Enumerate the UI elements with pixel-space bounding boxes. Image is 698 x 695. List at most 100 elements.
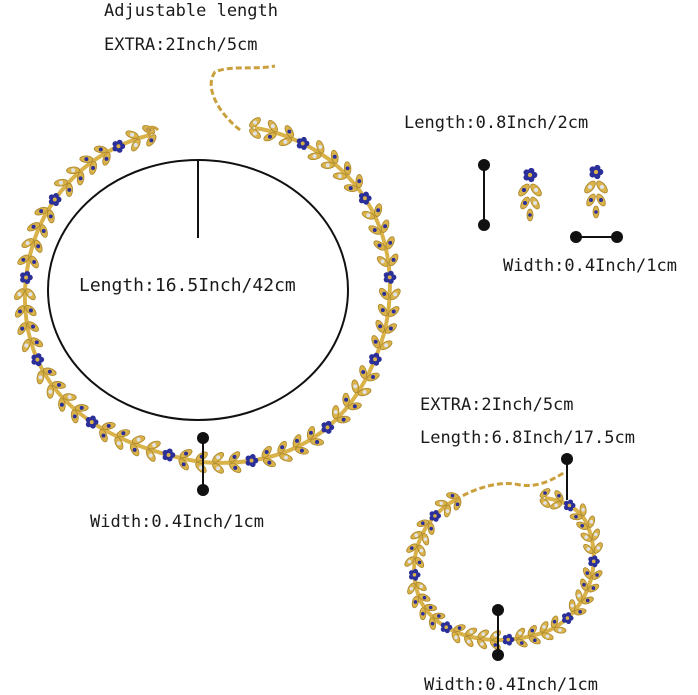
necklace-extender-chain bbox=[211, 66, 275, 130]
stone bbox=[318, 145, 322, 149]
stone bbox=[57, 383, 61, 387]
earring-length-label: Length:0.8Inch/2cm bbox=[404, 115, 588, 132]
stone bbox=[381, 259, 385, 263]
bracelet-length-label: Length:6.8Inch/17.5cm bbox=[420, 430, 635, 447]
stone bbox=[283, 140, 287, 144]
stone bbox=[137, 438, 141, 442]
stone bbox=[546, 634, 550, 638]
flower-center bbox=[568, 504, 572, 508]
stone bbox=[38, 375, 42, 379]
stone bbox=[439, 501, 443, 505]
stone bbox=[594, 210, 598, 214]
stone bbox=[334, 410, 338, 414]
stone bbox=[35, 340, 39, 344]
stone bbox=[376, 208, 380, 212]
stone bbox=[543, 491, 547, 495]
stone bbox=[295, 439, 299, 443]
stone bbox=[520, 641, 524, 645]
stone bbox=[32, 225, 36, 229]
stone bbox=[587, 547, 591, 551]
earring-right bbox=[583, 165, 610, 218]
stone bbox=[388, 241, 392, 245]
necklace-width-label: Width:0.4Inch/1cm bbox=[90, 514, 264, 531]
stone bbox=[32, 260, 36, 264]
stone bbox=[121, 431, 125, 435]
flower-center bbox=[566, 616, 570, 620]
stone bbox=[342, 418, 346, 422]
stone bbox=[446, 509, 450, 513]
stone bbox=[149, 454, 153, 458]
stone bbox=[48, 390, 52, 394]
stone bbox=[31, 325, 35, 329]
stone bbox=[182, 462, 186, 466]
stone bbox=[589, 198, 593, 202]
stone bbox=[253, 121, 257, 125]
stone bbox=[577, 594, 581, 598]
stone bbox=[29, 309, 33, 313]
flower-center bbox=[35, 358, 39, 362]
stone bbox=[21, 258, 25, 262]
stone bbox=[371, 375, 375, 379]
stone bbox=[363, 390, 367, 394]
bracelet-extra-label: EXTRA:2Inch/5cm bbox=[420, 397, 574, 414]
stone bbox=[71, 168, 75, 172]
stone bbox=[592, 586, 596, 590]
flower-center bbox=[433, 514, 437, 518]
stone bbox=[410, 587, 414, 591]
flower-center bbox=[250, 459, 254, 463]
stone bbox=[373, 228, 377, 232]
stone bbox=[419, 585, 423, 589]
stone bbox=[366, 213, 370, 217]
flower-center bbox=[444, 625, 448, 629]
stone bbox=[36, 244, 40, 248]
stone bbox=[42, 229, 46, 233]
stone bbox=[48, 370, 52, 374]
stone bbox=[393, 292, 397, 296]
stone bbox=[481, 632, 485, 636]
stone bbox=[518, 631, 522, 635]
stone bbox=[284, 456, 288, 460]
stone bbox=[594, 533, 598, 537]
stone bbox=[59, 181, 63, 185]
necklace-length-label: Length:16.5Inch/42cm bbox=[79, 277, 296, 295]
stone bbox=[271, 124, 275, 128]
bracelet-extender-chain bbox=[455, 472, 565, 500]
stone bbox=[84, 157, 88, 161]
flower-center bbox=[594, 170, 598, 174]
stone bbox=[414, 600, 418, 604]
stone bbox=[67, 188, 71, 192]
stone bbox=[24, 344, 28, 348]
stone bbox=[578, 610, 582, 614]
flower-center bbox=[592, 560, 596, 564]
stone bbox=[134, 143, 138, 147]
stone bbox=[553, 620, 557, 624]
flower-center bbox=[301, 141, 305, 145]
flower-center bbox=[373, 357, 377, 361]
stone bbox=[338, 174, 342, 178]
stone bbox=[130, 133, 134, 137]
necklace-extra-label: EXTRA:2Inch/5cm bbox=[104, 37, 258, 54]
stone bbox=[233, 455, 237, 459]
stone bbox=[588, 185, 592, 189]
stone bbox=[107, 424, 111, 428]
stone bbox=[558, 628, 562, 632]
stone bbox=[582, 583, 586, 587]
marker-dot bbox=[478, 159, 490, 171]
bracelet-leaves bbox=[403, 487, 604, 651]
stone bbox=[349, 186, 353, 190]
earring-left bbox=[517, 168, 544, 221]
marker-dot bbox=[478, 219, 490, 231]
stone bbox=[392, 258, 396, 262]
flower-center bbox=[24, 275, 28, 279]
flower-center bbox=[116, 144, 120, 148]
stone bbox=[18, 309, 22, 313]
stone bbox=[49, 214, 53, 218]
stone bbox=[326, 163, 330, 167]
stone bbox=[424, 537, 428, 541]
stone bbox=[586, 599, 590, 603]
stone bbox=[494, 643, 498, 647]
stone bbox=[437, 614, 441, 618]
stone bbox=[333, 155, 337, 159]
stone bbox=[585, 571, 589, 575]
